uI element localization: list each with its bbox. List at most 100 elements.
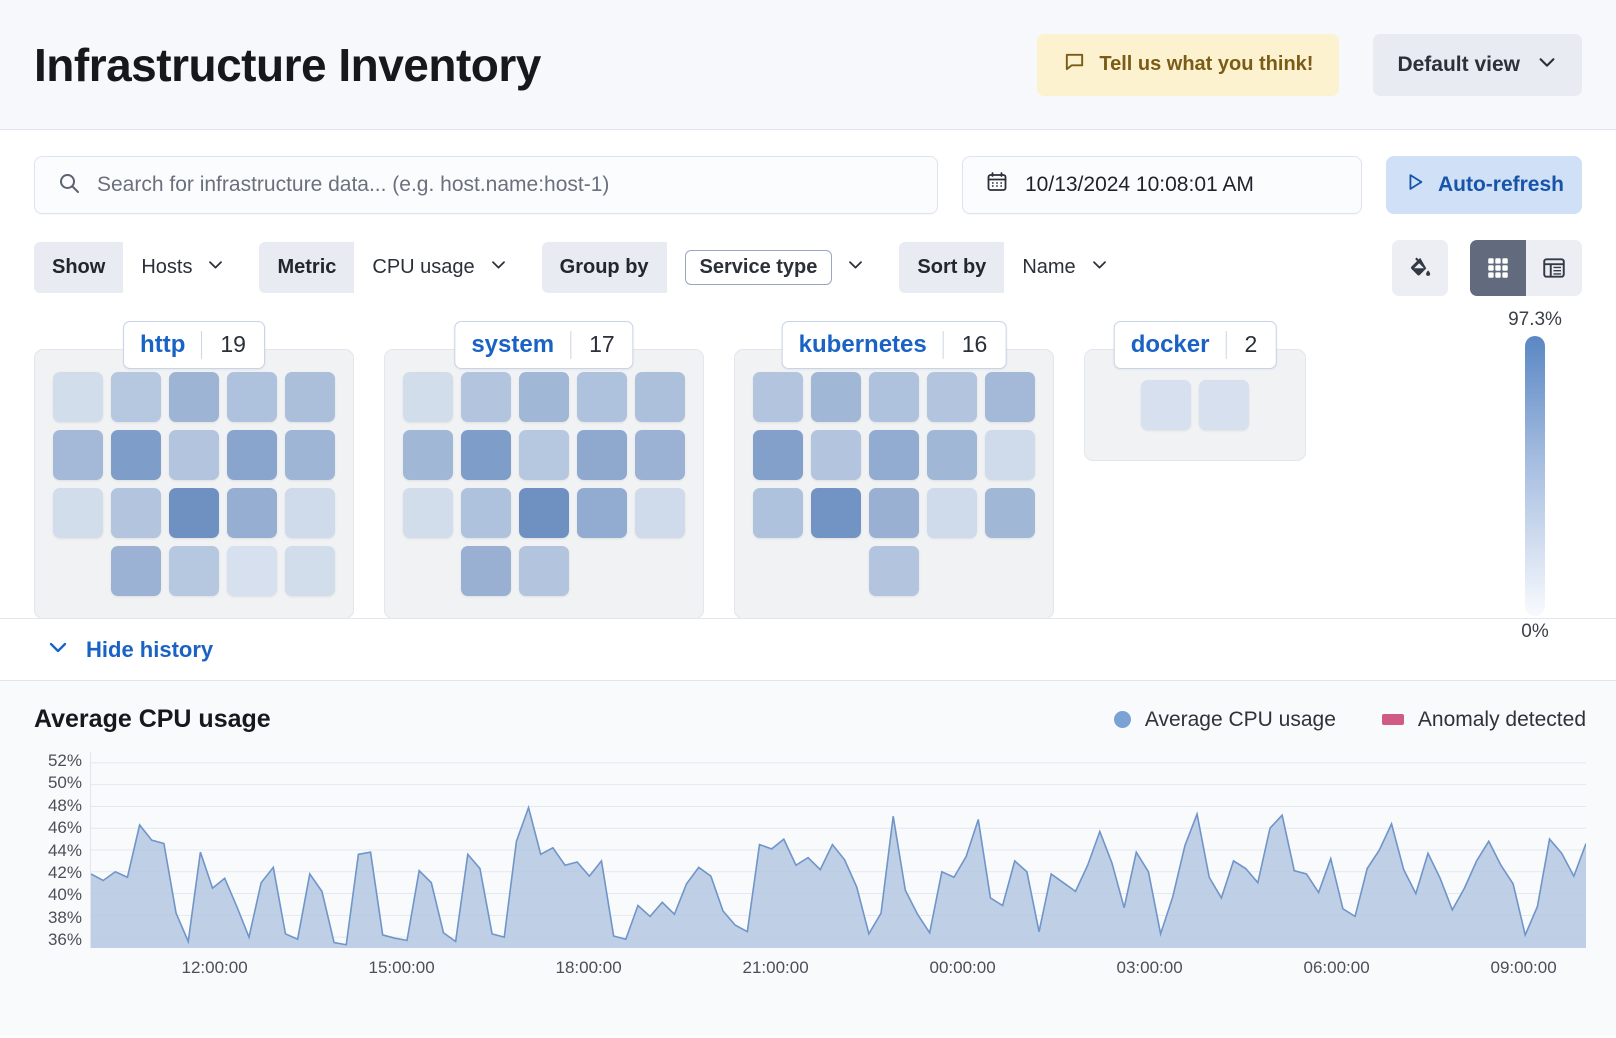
tile-row — [53, 546, 335, 596]
host-tile[interactable] — [927, 372, 977, 422]
filter-metric-value[interactable]: CPU usage — [354, 241, 525, 294]
history-chart-panel: Average CPU usage Average CPU usage Anom… — [0, 681, 1616, 1036]
host-tile[interactable] — [169, 372, 219, 422]
tile-row — [403, 546, 685, 596]
y-axis-tick: 52% — [47, 751, 82, 770]
filter-group-by-value[interactable]: Service type — [667, 236, 884, 299]
host-tile[interactable] — [1199, 380, 1249, 430]
host-tile[interactable] — [519, 488, 569, 538]
host-tile[interactable] — [53, 372, 103, 422]
search-row: Search for infrastructure data... (e.g. … — [34, 156, 1582, 214]
host-tile[interactable] — [985, 372, 1035, 422]
host-tile[interactable] — [111, 372, 161, 422]
host-tile[interactable] — [577, 488, 627, 538]
feedback-button[interactable]: Tell us what you think! — [1037, 33, 1340, 96]
table-view-icon[interactable] — [1526, 239, 1582, 296]
search-input[interactable]: Search for infrastructure data... (e.g. … — [34, 156, 938, 214]
legend-item-anomaly[interactable]: Anomaly detected — [1381, 708, 1586, 732]
group-count: 19 — [220, 331, 246, 357]
x-axis-tick: 15:00:00 — [368, 958, 435, 977]
tile-row — [753, 430, 1035, 480]
host-tile[interactable] — [519, 372, 569, 422]
host-tile[interactable] — [811, 488, 861, 538]
host-tile[interactable] — [635, 488, 685, 538]
legend-item-average[interactable]: Average CPU usage — [1113, 708, 1336, 732]
paint-bucket-icon[interactable] — [1392, 239, 1448, 296]
host-tile[interactable] — [227, 488, 277, 538]
host-tile[interactable] — [403, 430, 453, 480]
area-chart-svg — [91, 752, 1586, 948]
host-tile[interactable] — [285, 372, 335, 422]
host-tile[interactable] — [753, 488, 803, 538]
filter-show-value[interactable]: Hosts — [123, 241, 243, 294]
host-tile[interactable] — [461, 430, 511, 480]
host-tile[interactable] — [985, 430, 1035, 480]
host-tile[interactable] — [869, 372, 919, 422]
host-tile[interactable] — [869, 488, 919, 538]
filter-group-by-label: Group by — [541, 242, 667, 293]
grid-view-icon[interactable] — [1470, 239, 1526, 296]
y-axis-tick: 46% — [47, 818, 82, 838]
x-axis-tick: 06:00:00 — [1303, 958, 1370, 977]
filter-sort-by-value[interactable]: Name — [1004, 241, 1126, 294]
host-tile[interactable] — [927, 430, 977, 480]
host-tile[interactable] — [285, 546, 335, 596]
host-tile[interactable] — [227, 372, 277, 422]
host-tile[interactable] — [577, 372, 627, 422]
tile-row — [53, 372, 335, 422]
group-name: kubernetes — [798, 331, 927, 358]
host-tile[interactable] — [461, 546, 511, 596]
host-tile[interactable] — [753, 372, 803, 422]
legend-gradient-bar — [1525, 336, 1545, 616]
host-tile[interactable] — [461, 488, 511, 538]
host-tile[interactable] — [53, 430, 103, 480]
host-tile[interactable] — [403, 372, 453, 422]
host-tile[interactable] — [869, 546, 919, 596]
host-tile[interactable] — [985, 488, 1035, 538]
date-picker[interactable]: 10/13/2024 10:08:01 AM — [962, 156, 1362, 214]
auto-refresh-button[interactable]: Auto-refresh — [1386, 156, 1582, 214]
host-tile[interactable] — [869, 430, 919, 480]
legend-max-label: 97.3% — [1508, 309, 1562, 330]
host-tile[interactable] — [227, 430, 277, 480]
speech-bubble-icon — [1063, 50, 1086, 79]
host-tile[interactable] — [169, 488, 219, 538]
plot-canvas[interactable] — [90, 752, 1586, 948]
host-tile[interactable] — [53, 488, 103, 538]
host-tile[interactable] — [285, 430, 335, 480]
host-tile[interactable] — [519, 430, 569, 480]
view-select[interactable]: Default view — [1373, 33, 1582, 96]
host-tile[interactable] — [927, 488, 977, 538]
host-tile[interactable] — [227, 546, 277, 596]
host-tile[interactable] — [461, 372, 511, 422]
filter-metric: Metric CPU usage — [259, 241, 525, 294]
x-axis-tick: 12:00:00 — [181, 958, 248, 977]
host-tile[interactable] — [111, 488, 161, 538]
host-tile[interactable] — [285, 488, 335, 538]
tile-spacer — [753, 546, 803, 596]
host-tile[interactable] — [403, 488, 453, 538]
host-tile[interactable] — [753, 430, 803, 480]
host-tile[interactable] — [577, 430, 627, 480]
host-tile[interactable] — [519, 546, 569, 596]
host-tile[interactable] — [1141, 380, 1191, 430]
host-tile[interactable] — [111, 546, 161, 596]
view-select-label: Default view — [1397, 52, 1520, 76]
chevron-down-icon — [489, 255, 508, 280]
hide-history-toggle[interactable]: Hide history — [0, 619, 1616, 681]
host-tile[interactable] — [635, 430, 685, 480]
host-tile[interactable] — [635, 372, 685, 422]
group-body — [34, 349, 354, 619]
host-tile[interactable] — [811, 430, 861, 480]
host-tile[interactable] — [111, 430, 161, 480]
host-tile[interactable] — [169, 546, 219, 596]
chip-divider — [1225, 331, 1227, 359]
host-tile[interactable] — [811, 372, 861, 422]
host-tile[interactable] — [169, 430, 219, 480]
